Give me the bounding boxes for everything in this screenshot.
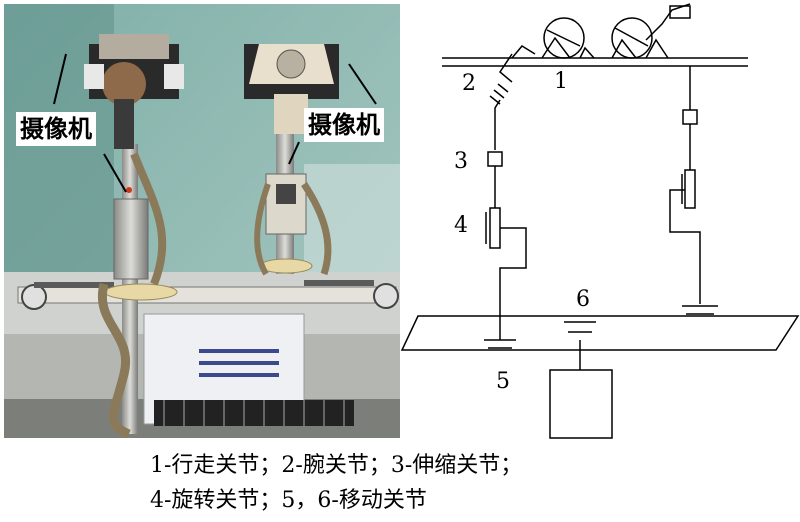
camera-label-right: 摄像机	[304, 108, 384, 142]
joint-schematic: 1 2 3 4 5 6	[400, 3, 800, 439]
rotating-joint-left	[485, 207, 527, 320]
rail-wheel-left	[21, 284, 47, 310]
walking-joint-left	[511, 17, 595, 59]
moving-joint-6	[549, 321, 613, 439]
wrist-joint	[489, 53, 513, 150]
label-joint-6: 6	[576, 287, 590, 312]
caption-line-2: 4-旋转关节；5，6-移动关节	[150, 488, 427, 513]
label-joint-2: 2	[462, 71, 476, 96]
rail-wheel-right	[373, 283, 399, 309]
label-joint-5: 5	[496, 369, 510, 394]
left-robot-head	[84, 34, 184, 149]
walking-joint-right	[611, 3, 691, 59]
base-platform	[400, 315, 800, 351]
moving-joint-5	[484, 320, 516, 349]
robot-photo	[4, 4, 400, 438]
caption-line-1: 1-行走关节；2-腕关节；3-伸缩关节；	[150, 453, 523, 478]
drive-box	[549, 369, 613, 439]
camera-label-left: 摄像机	[16, 112, 96, 146]
telescopic-joint-left	[487, 151, 503, 208]
label-joint-4: 4	[454, 213, 468, 238]
right-robot-head	[244, 44, 339, 134]
label-joint-3: 3	[454, 149, 468, 174]
cable-chain	[154, 400, 354, 426]
label-joint-1: 1	[554, 69, 568, 94]
right-branch	[669, 66, 718, 315]
